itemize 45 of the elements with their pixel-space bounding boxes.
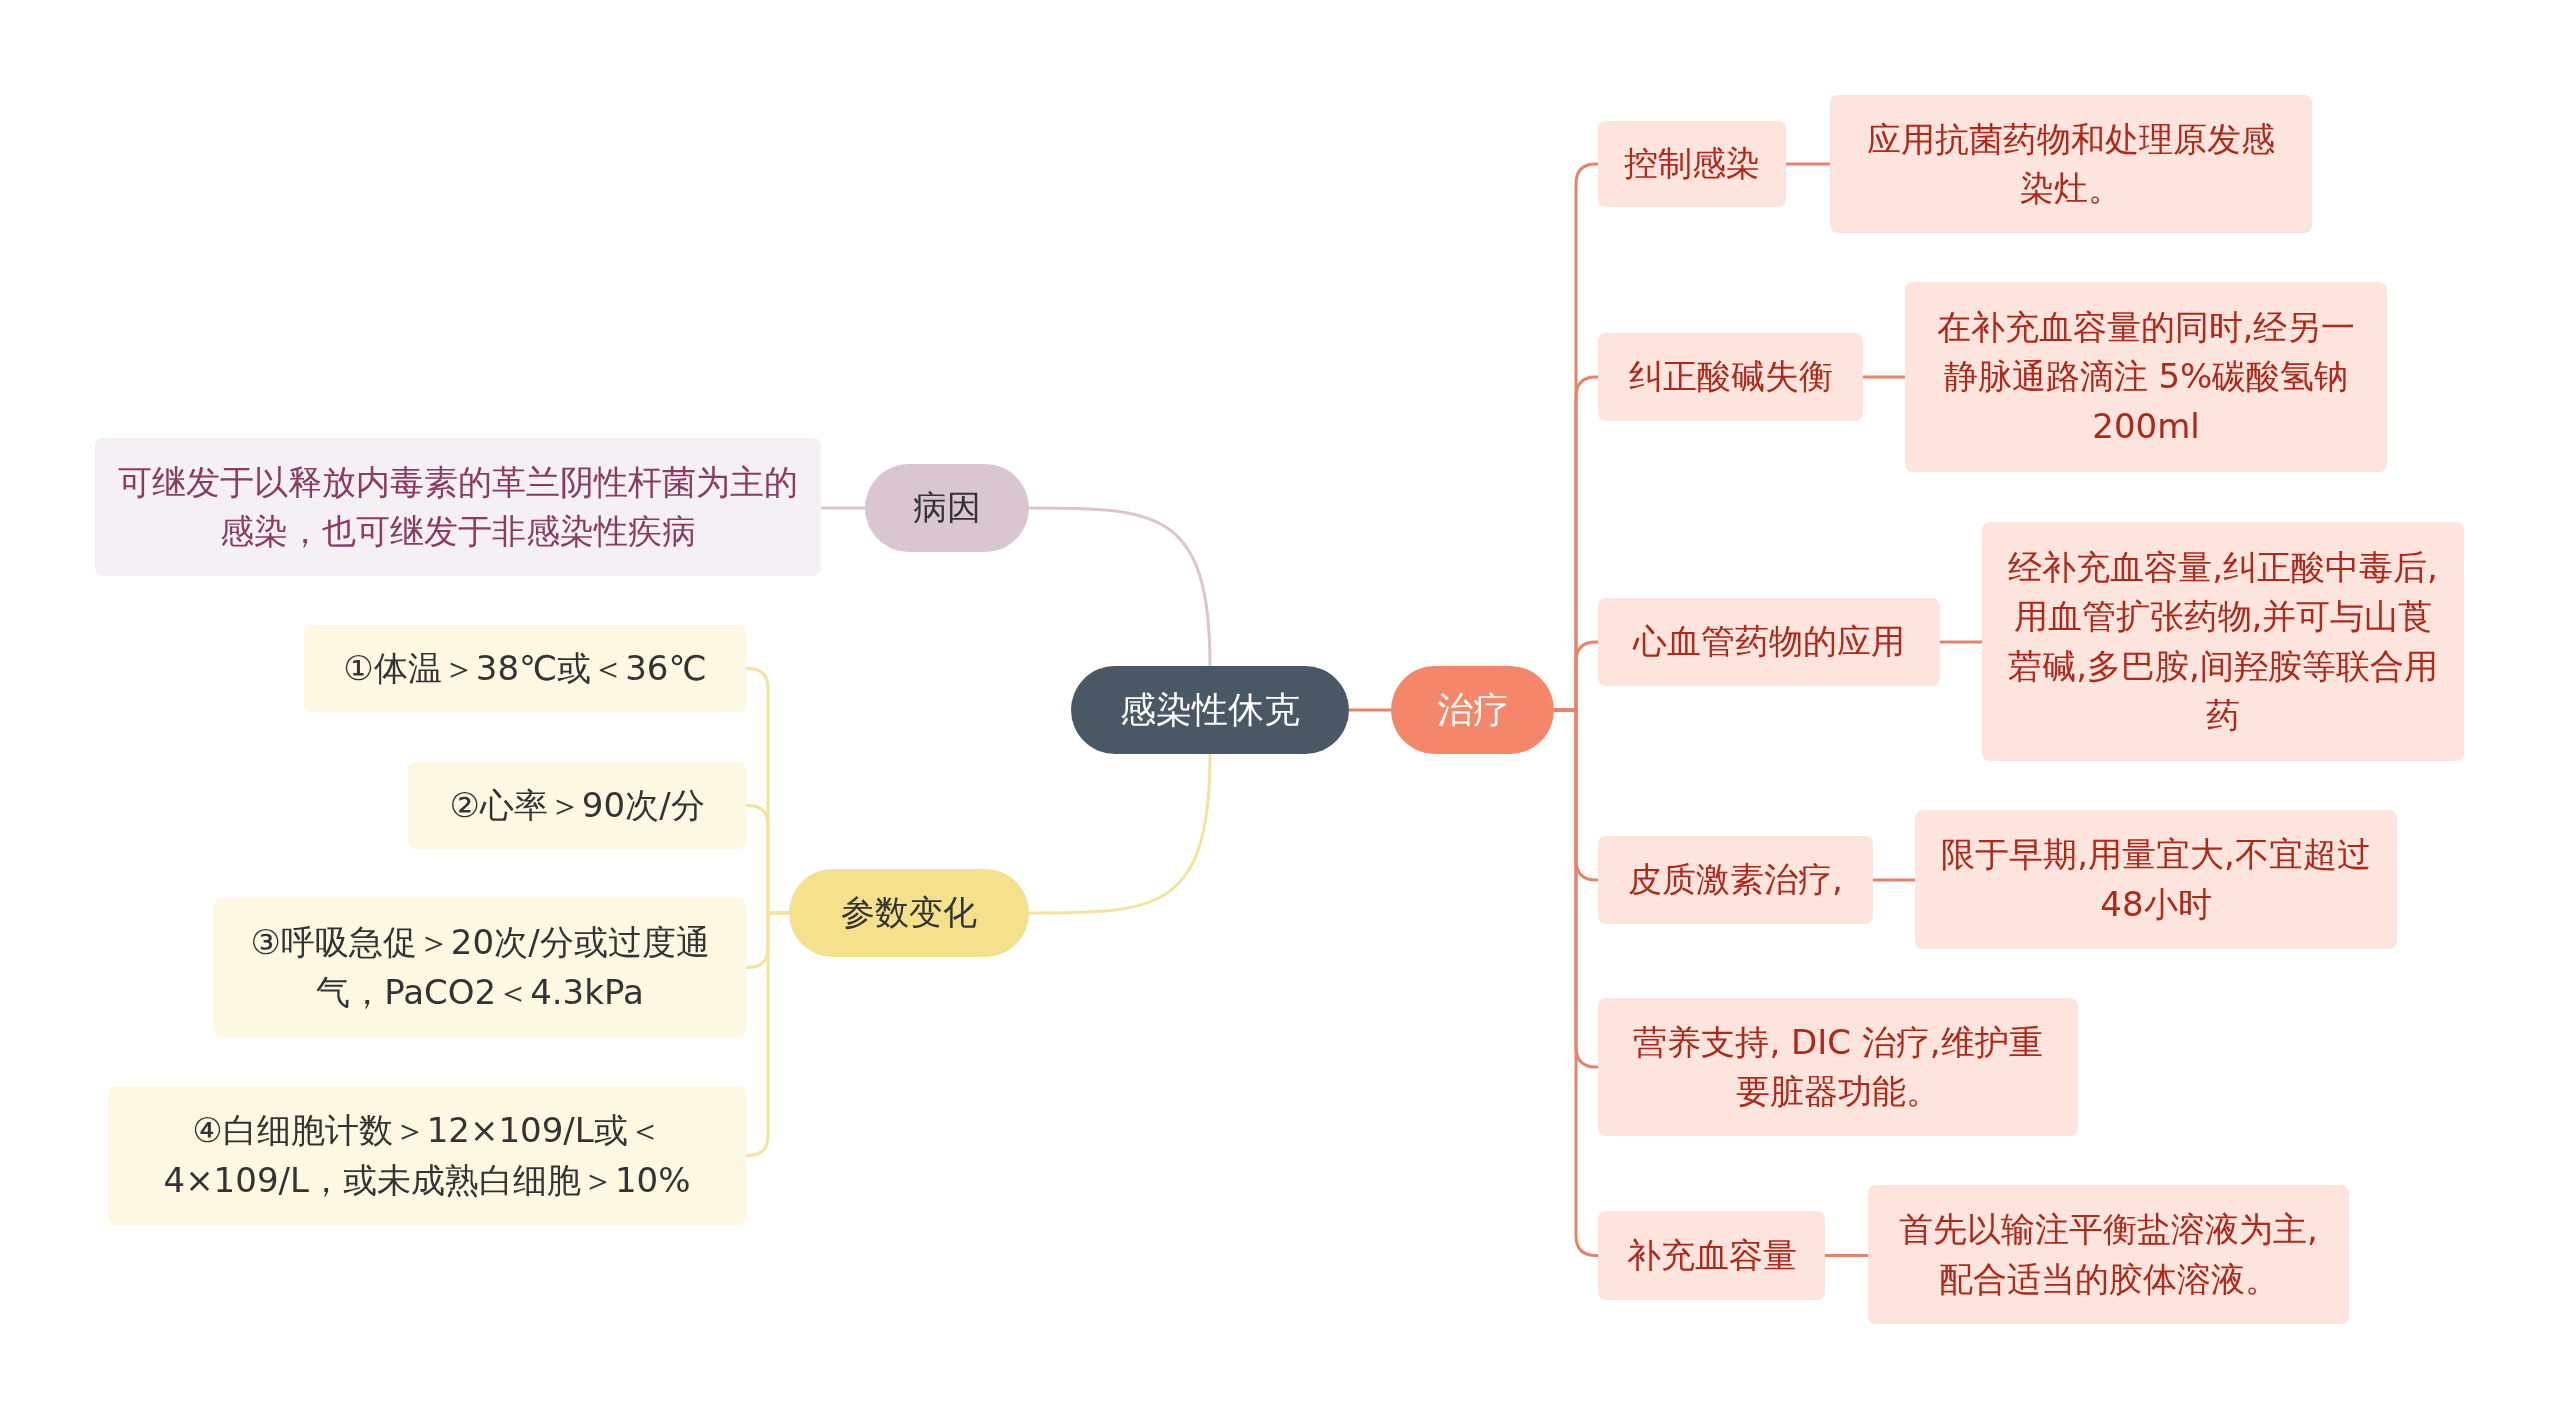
detail-card: [214, 898, 746, 1037]
subtopic-box: [1598, 598, 1940, 686]
topic-text: 皮质激素治疗,: [1628, 858, 1843, 902]
topic-text: 参数变化: [841, 891, 977, 935]
topic-text: ③呼吸急促＞20次/分或过度通气，PaCO2＜4.3kPa: [249, 921, 711, 1014]
topic-text: 纠正酸碱失衡: [1628, 355, 1833, 399]
subtopic-box: [1598, 1211, 1825, 1300]
topic-text: 经补充血容量,纠正酸中毒后,用血管扩张药物,并可与山莨菪碱,多巴胺,间羟胺等联合用药: [2007, 545, 2439, 737]
topic-text: ①体温＞38℃或＜36℃: [343, 646, 707, 690]
connector-line: [1873, 878, 1915, 882]
connector-line: [1349, 708, 1391, 712]
connector-line: [1863, 375, 1905, 379]
connector-line: [1029, 753, 1212, 915]
connector-line: [1940, 640, 1982, 644]
detail-card: [1830, 95, 2312, 233]
detail-card: [108, 1086, 746, 1225]
subtopic-box: [1598, 836, 1873, 924]
topic-text: 病因: [913, 486, 981, 530]
subtopic-box: [1598, 121, 1786, 207]
topic-text: 可继发于以释放内毒素的革兰阴性杆菌为主的感染，也可继发于非感染性疾病: [117, 460, 799, 553]
topic-text: 心血管药物的应用: [1633, 620, 1905, 664]
subtopic-box: [1598, 333, 1863, 421]
topic-text: 补充血容量: [1626, 1233, 1797, 1277]
topic-text: ④白细胞计数＞12×109/L或＜4×109/L，或未成熟白细胞＞10%: [162, 1109, 692, 1202]
topic-text: ②心率＞90次/分: [449, 783, 705, 827]
topic-text: 首先以输注平衡盐溶液为主,配合适当的胶体溶液。: [1898, 1208, 2319, 1301]
detail-card: [1915, 810, 2397, 949]
topic-text: 在补充血容量的同时,经另一静脉通路滴注 5%碳酸氢钠 200ml: [1935, 306, 2357, 448]
topic-text: 控制感染: [1624, 142, 1760, 186]
topic-text: 感染性休克: [1120, 687, 1300, 732]
subtopic-box: [1598, 998, 2078, 1136]
topic-text: 营养支持, DIC 治疗,维护重要脏器功能。: [1632, 1020, 2044, 1113]
detail-card: [1905, 282, 2387, 472]
connector-line: [821, 506, 865, 510]
detail-card: [1982, 522, 2464, 761]
detail-card: [304, 625, 746, 712]
connector-line: [1825, 1254, 1868, 1257]
connector-line: [1786, 162, 1830, 166]
detail-card: [95, 438, 821, 576]
detail-card: [1868, 1185, 2349, 1324]
topic-text: 治疗: [1436, 687, 1509, 732]
connector-line: [1029, 506, 1212, 667]
detail-card: [408, 762, 746, 849]
topic-text: 限于早期,用量宜大,不宜超过 48小时: [1940, 833, 2372, 926]
topic-text: 应用抗菌药物和处理原发感染灶。: [1866, 117, 2276, 210]
